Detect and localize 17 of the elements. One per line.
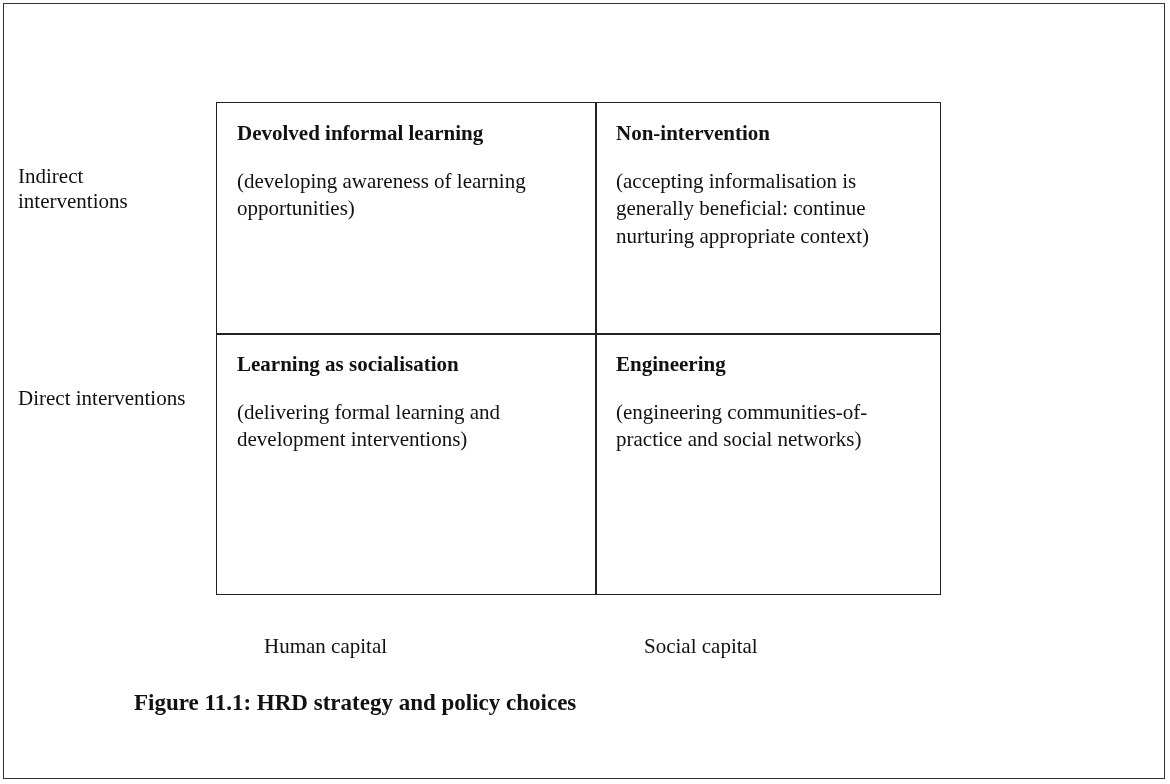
column-label: Social capital — [644, 634, 758, 660]
row-label: Direct interventions — [18, 386, 186, 412]
cell-heading: Learning as socialisation — [237, 352, 459, 377]
matrix-cell — [595, 333, 941, 595]
cell-description: (accepting informalisation is generally beneficial: continue nurturing appropriate context) — [616, 168, 871, 250]
cell-description: (engineering communities-of-practice and social networks) — [616, 399, 869, 454]
matrix-cell — [595, 102, 941, 335]
cell-heading: Non-intervention — [616, 121, 770, 146]
matrix-cell — [216, 333, 597, 595]
cell-description: (delivering formal learning and development interventions) — [237, 399, 501, 454]
row-label: Indirect interventions — [18, 164, 129, 215]
matrix-cell — [216, 102, 597, 335]
cell-description: (developing awareness of learning opportunities) — [237, 168, 527, 223]
cell-heading: Devolved informal learning — [237, 121, 484, 146]
figure-caption: Figure 11.1: HRD strategy and policy choices — [134, 690, 577, 716]
column-label: Human capital — [264, 634, 388, 660]
cell-heading: Engineering — [616, 352, 726, 377]
